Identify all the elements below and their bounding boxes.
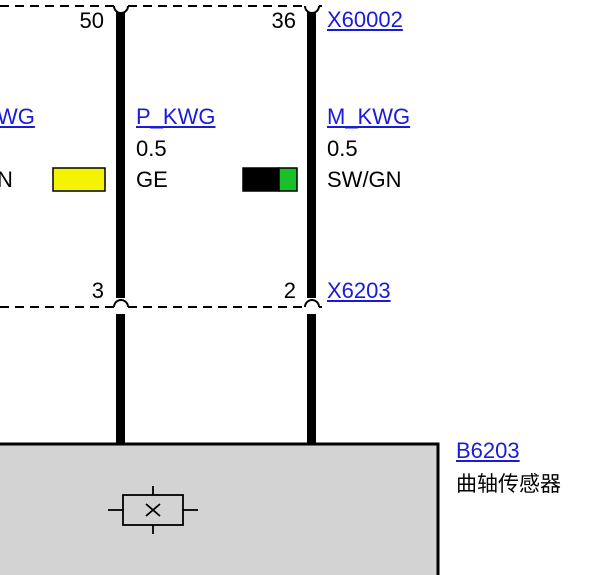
pin-arc-top-right [304,5,320,14]
component-b6203-body[interactable] [0,442,440,575]
wire-gauge-m-kwg: 0.5 [327,136,358,161]
wire-p-kwg[interactable] [116,12,125,298]
color-swatch-black [242,167,280,192]
sensor-symbol-icon [108,486,198,534]
connector-link-x60002[interactable]: X60002 [327,7,403,32]
pin-arc-top-left [113,5,129,14]
pin-number-bottom-left: 3 [91,278,104,303]
wire-label-m-kwg[interactable]: M_KWG [327,104,411,129]
pin-arc-bottom-right [304,299,320,308]
color-swatch-green-stripe [278,167,298,192]
wire-color-left-partial: N [0,167,13,192]
wire-label-left-partial[interactable]: WG [0,104,35,129]
component-link-b6203[interactable]: B6203 [456,438,520,463]
color-swatch-yellow [52,167,106,192]
pin-number-top-left: 50 [79,8,104,33]
wire-p-kwg-lower[interactable] [116,314,125,446]
pin-arc-bottom-left [113,299,129,308]
wire-m-kwg[interactable] [307,12,316,298]
component-name: 曲轴传感器 [456,472,561,496]
wire-label-p-kwg[interactable]: P_KWG [136,104,216,129]
pin-number-bottom-right: 2 [283,278,296,303]
connector-link-x6203[interactable]: X6203 [327,278,391,303]
pin-number-top-right: 36 [271,8,296,33]
wire-color-m-kwg: SW/GN [327,167,402,192]
wire-gauge-p-kwg: 0.5 [136,136,167,161]
wire-color-p-kwg: GE [136,167,168,192]
wire-m-kwg-lower[interactable] [307,314,316,446]
